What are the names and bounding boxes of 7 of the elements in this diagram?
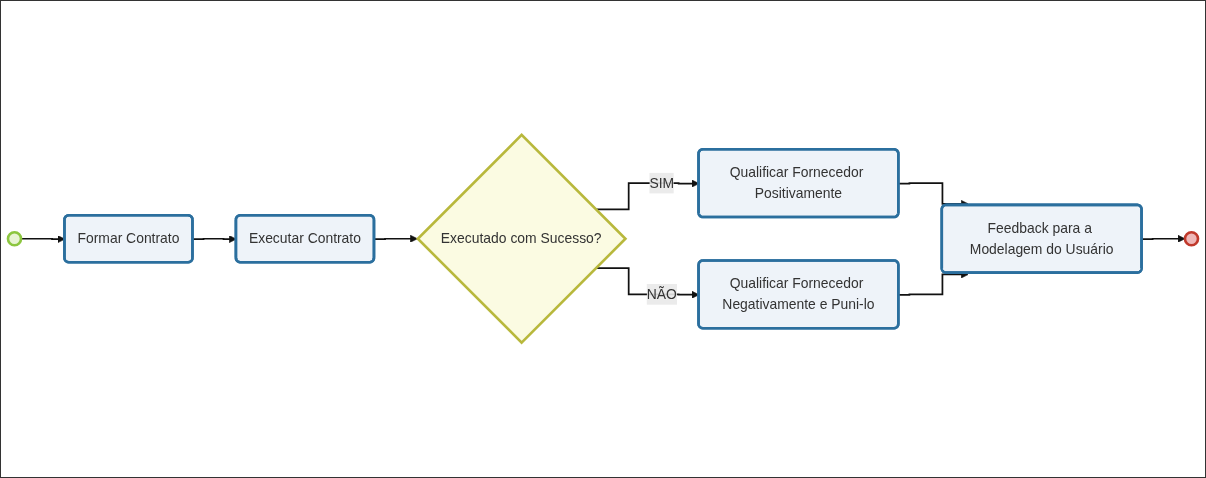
node-diamond: Executado com Sucesso? xyxy=(416,133,628,345)
node-circle xyxy=(1183,231,1200,247)
edge-label: NÃO xyxy=(646,286,677,302)
arrow xyxy=(1141,235,1186,243)
node-circle xyxy=(6,231,23,247)
arrow xyxy=(373,235,418,243)
edge-label: SIM xyxy=(649,175,675,191)
